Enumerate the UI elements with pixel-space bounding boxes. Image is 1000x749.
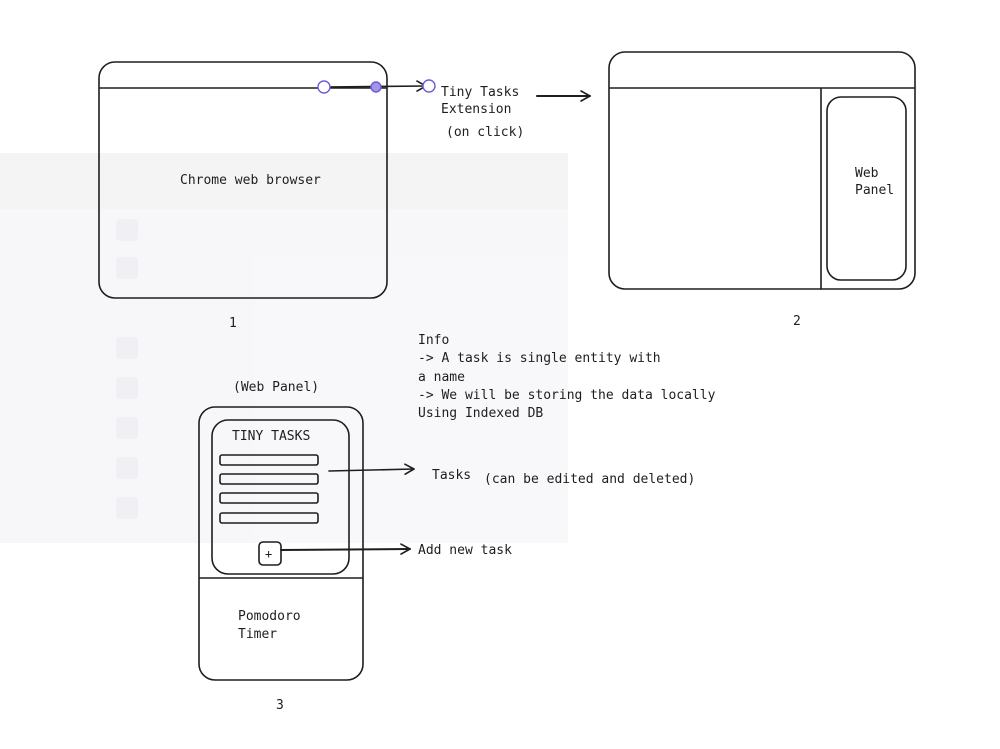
tasks-note: (can be edited and deleted) <box>484 472 696 487</box>
ghost-header <box>0 153 568 209</box>
add-task-button <box>258 541 282 566</box>
extension-dot-2 <box>370 81 382 93</box>
task-row-4 <box>219 512 319 524</box>
ghost-icon <box>116 219 138 241</box>
task-row-3 <box>219 492 319 504</box>
tasks-arrow <box>328 463 415 476</box>
info-line-2: -> A task is single entity with <box>418 351 661 366</box>
task-list-box <box>211 419 350 575</box>
task-row-1 <box>219 454 319 466</box>
info-line-4: -> We will be storing the data locally <box>418 388 716 403</box>
ghost-icon <box>116 497 138 519</box>
add-task-label: Add new task <box>418 543 512 558</box>
extension-label-line2: Extension <box>441 102 512 117</box>
info-line-3: a name <box>418 370 465 385</box>
background-ghost-panel <box>0 153 568 543</box>
ghost-icon <box>116 337 138 359</box>
ghost-icon <box>116 257 138 279</box>
extension-label-line1: Tiny Tasks <box>441 85 520 100</box>
step-number-3: 3 <box>276 698 284 713</box>
browser-window-frame-2 <box>608 51 916 290</box>
step-number-2: 2 <box>793 314 801 329</box>
web-panel-label-line2: Panel <box>855 183 895 198</box>
browser-label: Chrome web browser <box>180 173 321 188</box>
pomodoro-label-line2: Timer <box>238 627 278 642</box>
panel-device-frame <box>198 406 364 681</box>
extension-dot-1 <box>317 80 331 94</box>
add-task-arrow <box>280 543 411 555</box>
panel-title: TINY TASKS <box>232 429 311 444</box>
extension-dot-3 <box>422 79 436 93</box>
ghost-icon <box>116 457 138 479</box>
ghost-icon <box>116 377 138 399</box>
add-task-plus: + <box>265 547 273 561</box>
task-row-2 <box>219 473 319 485</box>
info-line-1: Info <box>418 333 450 348</box>
step-number-1: 1 <box>229 316 237 331</box>
extension-label-line3: (on click) <box>446 125 525 140</box>
panel-caption: (Web Panel) <box>233 380 320 395</box>
web-panel-box <box>826 96 907 281</box>
browser-window-frame <box>98 61 388 299</box>
web-panel-label-line1: Web <box>855 166 879 181</box>
pomodoro-label-line1: Pomodoro <box>238 609 301 624</box>
ghost-icon <box>116 417 138 439</box>
info-line-5: Using Indexed DB <box>418 406 544 421</box>
tasks-label: Tasks <box>432 468 472 483</box>
